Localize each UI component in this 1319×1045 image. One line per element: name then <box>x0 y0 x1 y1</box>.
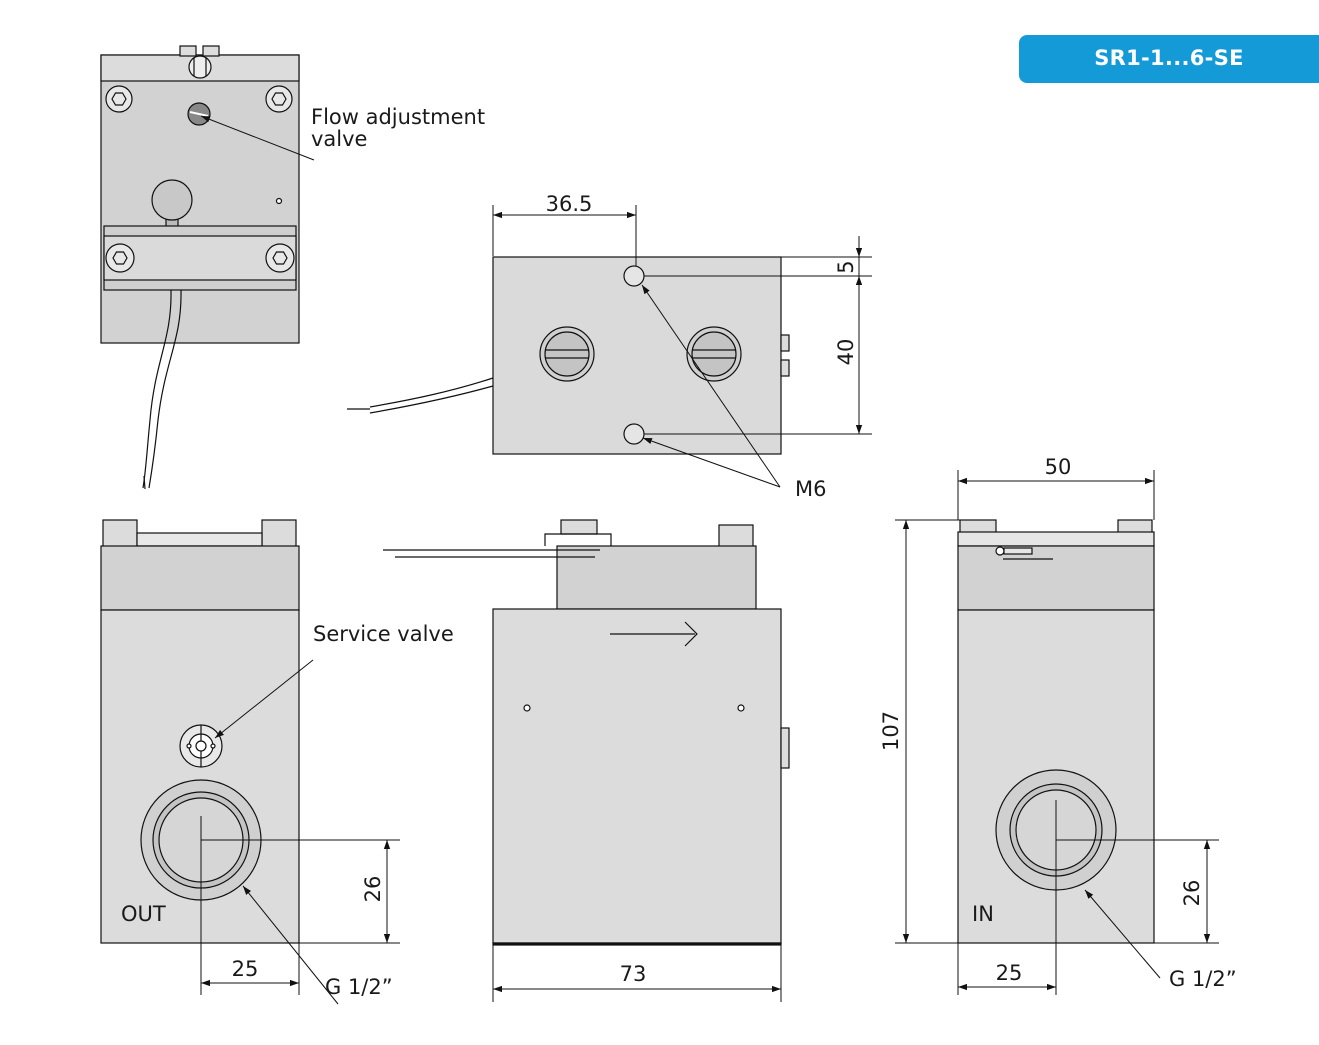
dim-26-right: 26 <box>1180 880 1204 907</box>
plan-dimensions <box>492 205 872 488</box>
out-port-label: OUT <box>121 902 166 926</box>
thread-label-left: G 1/2” <box>325 975 393 999</box>
out-side-view <box>100 519 300 944</box>
flow-valve-label-line2: valve <box>311 127 367 151</box>
flow-valve-label-line1: Flow adjustment <box>311 105 485 129</box>
out-side-dimensions <box>200 659 400 1005</box>
in-port-label: IN <box>972 902 994 926</box>
flow-valve-leader <box>200 115 315 161</box>
in-side-dimensions <box>895 470 1219 995</box>
front-dimensions <box>492 945 782 1002</box>
dim-5: 5 <box>834 260 858 273</box>
thread-label-right: G 1/2” <box>1169 967 1237 991</box>
plan-view <box>347 256 790 455</box>
service-valve-label: Service valve <box>313 622 454 646</box>
dim-73: 73 <box>620 962 647 986</box>
model-label: SR1-1...6-SE <box>1094 46 1244 70</box>
m6-label: M6 <box>795 477 826 501</box>
top-view <box>100 45 300 490</box>
dim-36-5: 36.5 <box>546 192 593 216</box>
front-view <box>383 519 790 946</box>
dim-107: 107 <box>879 711 903 751</box>
dim-25-left: 25 <box>232 957 259 981</box>
dim-50: 50 <box>1045 455 1072 479</box>
model-badge: SR1-1...6-SE <box>1019 35 1319 83</box>
dim-40: 40 <box>834 339 858 366</box>
dim-25-right: 25 <box>996 961 1023 985</box>
dim-26-left: 26 <box>361 876 385 903</box>
